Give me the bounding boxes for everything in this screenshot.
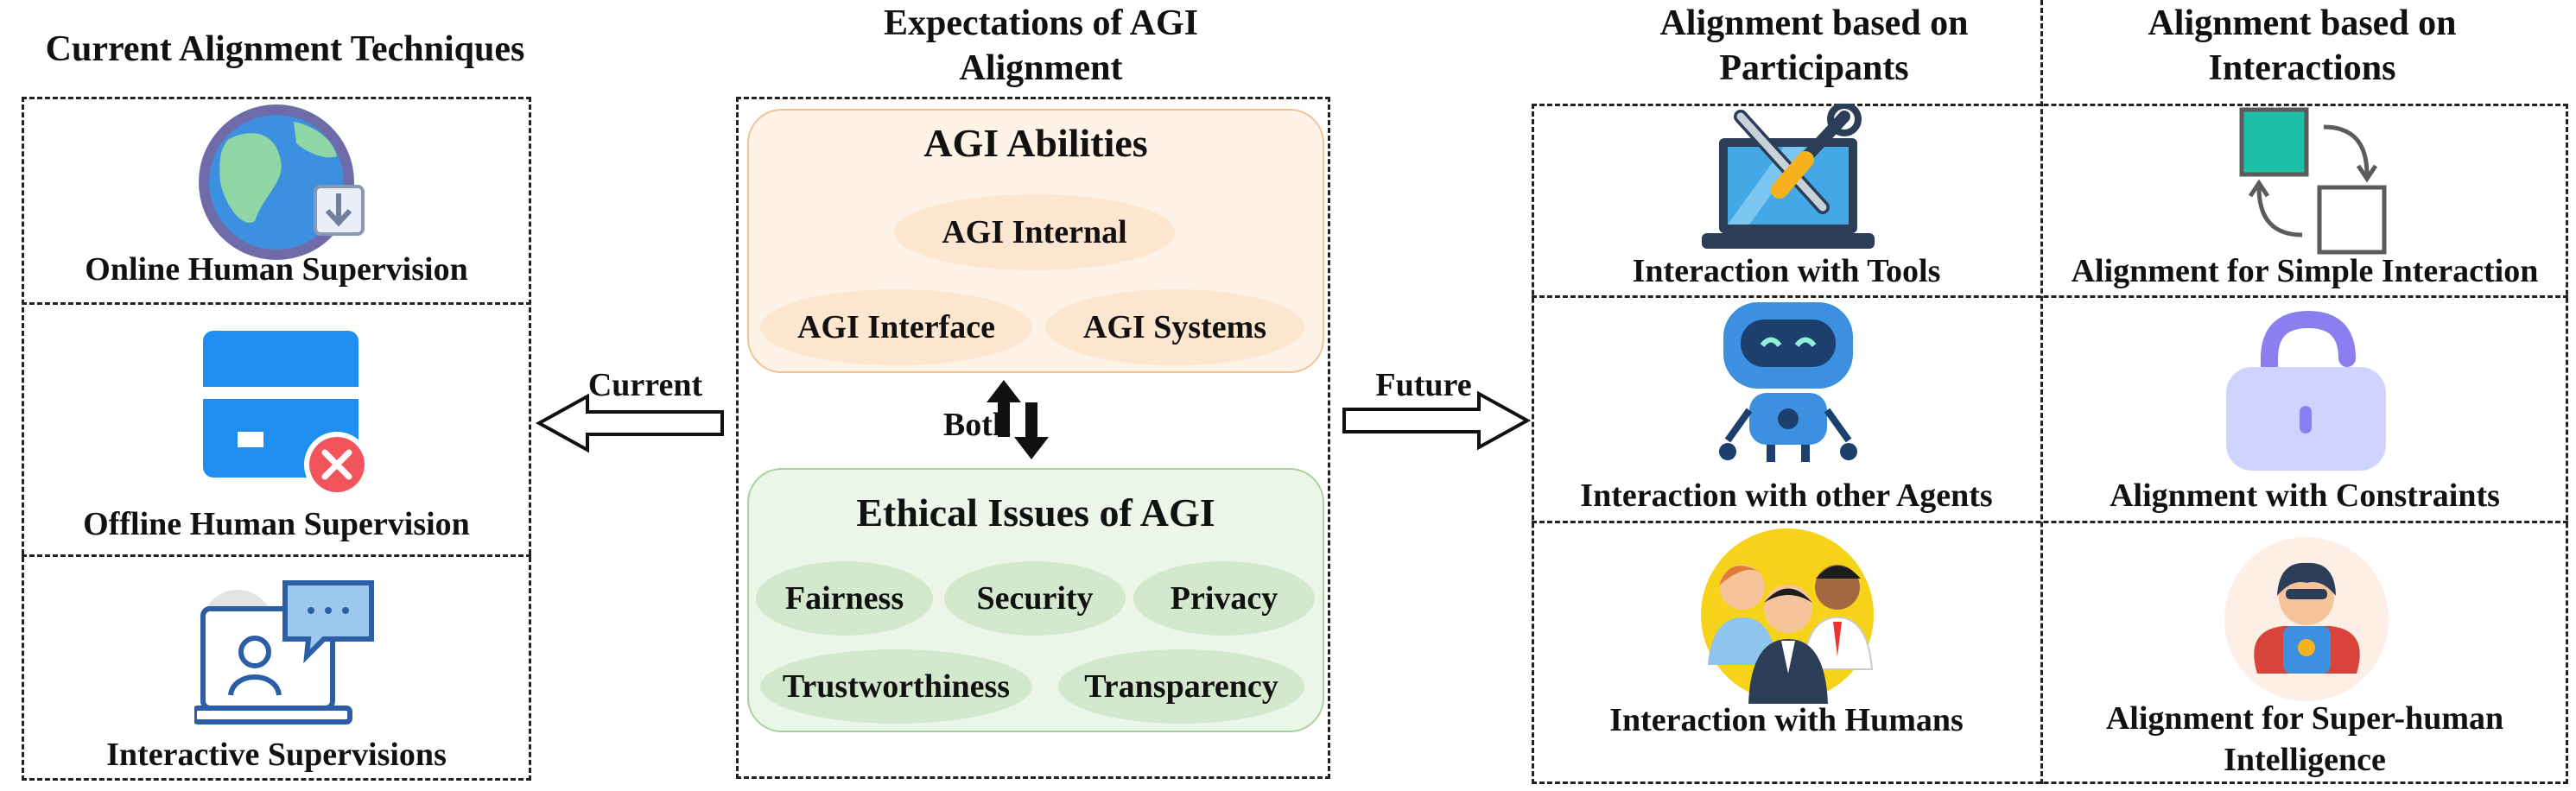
laptop-chat-user-icon [194,580,374,725]
padlock-icon [2226,311,2386,471]
swap-squares-icon [2239,107,2387,255]
people-group-icon [1701,528,1874,704]
current-arrow-icon [535,393,724,453]
bidirectional-arrow-icon [987,380,1049,459]
current-arrow-label: Current [587,367,703,403]
left-column-title: Current Alignment Techniques [45,29,525,69]
laptop-tools-icon [1702,104,1875,249]
center-column-box [736,97,1330,779]
left-item-label: Online Human Supervision [85,251,468,288]
participants-item-label: Interaction with Humans [1609,702,1964,738]
left-item-label: Interactive Supervisions [106,737,447,773]
participants-title-line1: Alignment based on [1659,3,1969,43]
participants-item-label: Interaction with other Agents [1580,478,1993,514]
interactions-title-line2: Interactions [2208,48,2396,88]
participants-item-label: Interaction with Tools [1632,253,1941,289]
center-title-line2: Alignment [959,48,1123,88]
globe-download-icon [199,104,365,260]
right-grid-divider-2 [1532,521,2568,523]
ethics-pill: Security [944,561,1126,636]
future-arrow-icon [1342,390,1532,451]
ethical-issues-title: Ethical Issues of AGI [856,490,1215,535]
right-grid-column-divider [2040,0,2043,784]
ability-pill: AGI Internal [894,194,1175,270]
left-divider-2 [22,554,531,557]
interactions-item-label: Alignment for Simple Interaction [2071,253,2539,289]
left-divider-1 [22,302,531,305]
card-rejected-icon [203,331,370,497]
robot-icon [1719,302,1857,462]
ability-pill: AGI Interface [760,289,1032,365]
interactions-item-label: Alignment with Constraints [2110,478,2500,514]
left-item-label: Offline Human Supervision [83,506,470,542]
center-title-line1: Expectations of AGI [883,3,1198,43]
ethics-pill: Privacy [1133,561,1315,636]
interactions-item-label-line2: Intelligence [2224,742,2386,778]
ethics-pill: Fairness [756,561,933,636]
left-column-box [22,97,531,781]
ethics-pill: Transparency [1058,649,1304,724]
interactions-title-line1: Alignment based on [2148,3,2457,43]
superhero-icon [2224,537,2389,701]
right-grid-box [1532,104,2568,784]
ethics-pill: Trustworthiness [760,649,1032,724]
ability-pill: AGI Systems [1045,289,1304,365]
participants-title-line2: Participants [1719,48,1909,88]
right-grid-divider-1 [1532,295,2568,298]
agi-abilities-title: AGI Abilities [923,121,1148,165]
future-arrow-label: Future [1375,367,1472,403]
interactions-item-label-line1: Alignment for Super-human [2105,700,2504,737]
